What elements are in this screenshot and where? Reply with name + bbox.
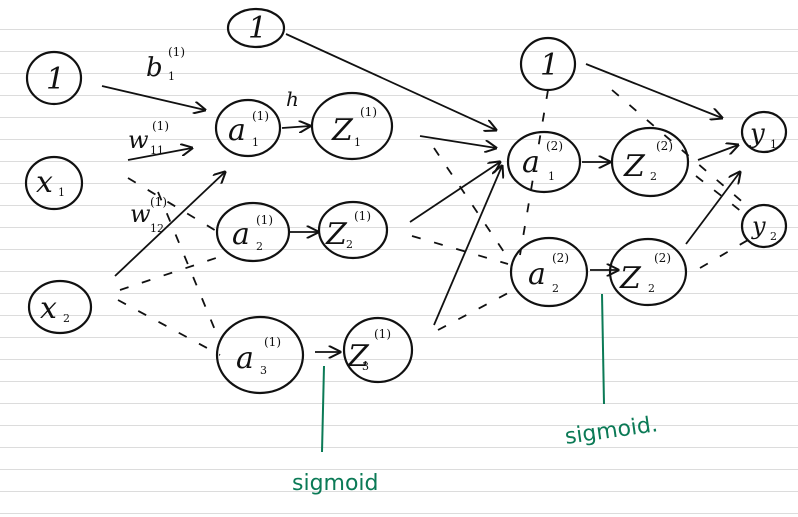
svg-text:(1): (1) [152,119,169,133]
w12-weight-label: w [130,200,151,228]
svg-text:(1): (1) [150,195,167,209]
edge-x1-a11 [127,148,192,161]
input-node-bias: 1 [25,50,83,106]
svg-text:1: 1 [58,186,65,199]
svg-text:Z: Z [325,217,348,252]
svg-text:2: 2 [650,170,657,183]
svg-text:a: a [528,257,546,292]
svg-text:Z: Z [623,149,646,184]
svg-text:(1): (1) [354,209,371,223]
output-node-y2: y 2 [740,203,788,249]
svg-text:2: 2 [770,230,777,243]
svg-text:(2): (2) [654,251,671,265]
svg-text:(1): (1) [252,109,269,123]
layer2-z1-node: Z (2) 2 [610,126,690,198]
edge-bias2-a12 [285,33,496,130]
w11-weight-label: w [128,126,149,154]
svg-text:1: 1 [252,136,259,149]
edge-bias3-a22 [519,89,549,256]
edge-z22-y2 [699,239,749,269]
edge-bias3-y1 [585,63,722,118]
svg-text:(2): (2) [656,139,673,153]
svg-text:x: x [40,291,57,326]
svg-text:a: a [522,145,540,180]
sigmoid-annotation-layer2: sigmoid. [563,412,659,450]
sigmoid-annotation-layer1: sigmoid [292,471,379,496]
layer1-z1-node: Z (1) 1 [310,91,394,161]
sigmoid-pointer-layer1 [321,365,325,453]
svg-text:y: y [749,119,765,149]
svg-text:(1): (1) [264,335,281,349]
svg-text:2: 2 [63,312,70,325]
edge-bias-a11 [101,85,205,110]
edge-z31-a12 [433,166,502,326]
svg-text:2: 2 [346,238,353,251]
edge-z22-y1 [685,172,740,245]
svg-text:1: 1 [540,48,559,83]
edge-a11-z11 [281,126,310,128]
edge-label-w12: w (1) 12 [130,195,167,235]
edge-x2-a21 [119,255,223,291]
layer1-a3-node: a (1) 3 [215,315,305,395]
svg-text:2: 2 [648,282,655,295]
edge-x1-a31 [157,191,221,343]
svg-text:x: x [36,165,53,200]
layer2-a1-node: a (2) 1 [506,130,582,194]
svg-text:1: 1 [548,170,555,183]
svg-text:1: 1 [168,70,175,83]
edge-label-w11: w (1) 11 [128,119,169,157]
svg-text:3: 3 [362,360,369,373]
svg-text:(2): (2) [546,139,563,153]
svg-text:Z: Z [331,113,354,148]
svg-text:11: 11 [150,144,164,157]
layer1-a2-node: a (1) 2 [215,201,291,263]
svg-text:1: 1 [354,136,361,149]
svg-text:12: 12 [150,222,164,235]
svg-text:(1): (1) [360,105,377,119]
layer1-z2-node: Z (1) 2 [317,200,389,260]
svg-text:(1): (1) [256,213,273,227]
layer2-a2-node: a (2) 2 [509,236,589,308]
edge-z31-a22 [437,291,511,331]
sigmoid-pointer-layer2 [601,293,605,405]
svg-text:Z: Z [347,339,370,374]
edge-z11-a12 [419,135,496,148]
h-activation-label: h [286,87,299,111]
svg-text:3: 3 [260,364,267,377]
edge-x1-a21 [127,177,219,233]
bias-node-layer1: 1 [226,7,286,49]
svg-text:1: 1 [770,138,777,151]
edge-x2-a11 [114,172,225,277]
edge-bias3-y2 [611,89,747,206]
svg-text:2: 2 [552,282,559,295]
edge-z21-a12 [409,162,500,223]
svg-text:(2): (2) [552,251,569,265]
svg-text:1: 1 [248,11,267,46]
edges [101,33,749,356]
output-node-y1: y 1 [740,110,788,154]
svg-text:a: a [232,217,250,252]
input-node-x2: x 2 [27,279,93,335]
layer2-z2-node: Z (2) 2 [608,237,688,307]
bias-weight-label: b [146,53,163,83]
layer1-a1-node: a (1) 1 [214,98,282,158]
svg-text:2: 2 [256,240,263,253]
layer1-z3-node: Z (1) 3 [342,316,414,384]
edge-x2-a31 [117,299,221,356]
bias-node-layer2: 1 [519,36,577,92]
edge-z21-a22 [411,235,509,265]
svg-text:a: a [236,341,254,376]
svg-text:(1): (1) [374,327,391,341]
edge-label-bias: b (1) 1 [146,45,185,83]
svg-text:Z: Z [619,261,642,296]
svg-text:(1): (1) [168,45,185,59]
edge-z12-y1 [697,145,738,161]
svg-text:y: y [751,212,766,240]
input-node-x1: x 1 [24,155,84,211]
svg-text:1: 1 [46,62,65,97]
svg-text:a: a [228,113,246,148]
edge-z12-y2 [695,175,743,213]
